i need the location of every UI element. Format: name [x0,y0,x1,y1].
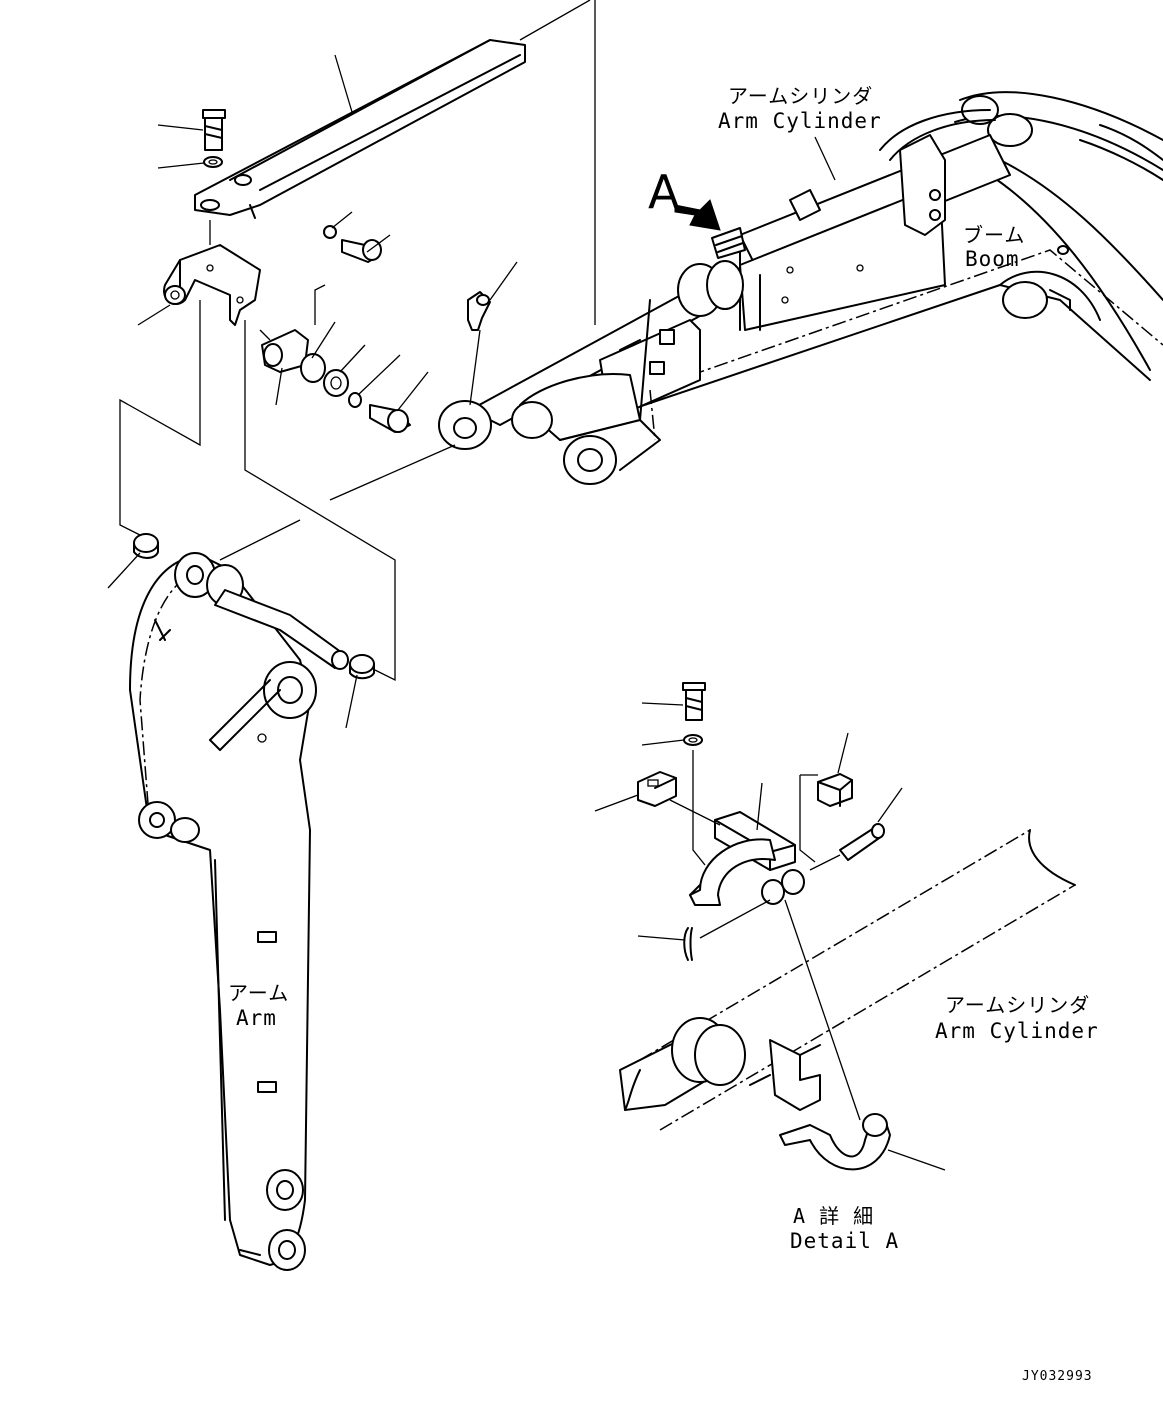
arm-label-en: Arm [236,1006,277,1030]
detail-a [594,682,1076,1171]
arm-cylinder-upper [438,109,1011,485]
detail-a-title-en: Detail A [790,1229,899,1253]
boom-assembly [599,91,1163,421]
view-a-callout: A [648,165,680,219]
arm-cylinder-label-jp: アームシリンダ [728,84,873,108]
detail-arm-cylinder-label-jp: アームシリンダ [945,993,1090,1017]
boom-label-jp: ブーム [963,223,1025,247]
detail-a-title-jp: A 詳 細 [793,1204,874,1228]
arm-label-jp: アーム [228,981,289,1005]
arm-assembly [129,533,375,1271]
detail-arm-cylinder-label-en: Arm Cylinder [935,1019,1099,1043]
boom-label-en: Boom [965,247,1020,271]
guard-assembly [107,0,596,729]
drawing-code: JY032993 [1022,1369,1093,1384]
arm-cylinder-label-en: Arm Cylinder [718,109,882,133]
